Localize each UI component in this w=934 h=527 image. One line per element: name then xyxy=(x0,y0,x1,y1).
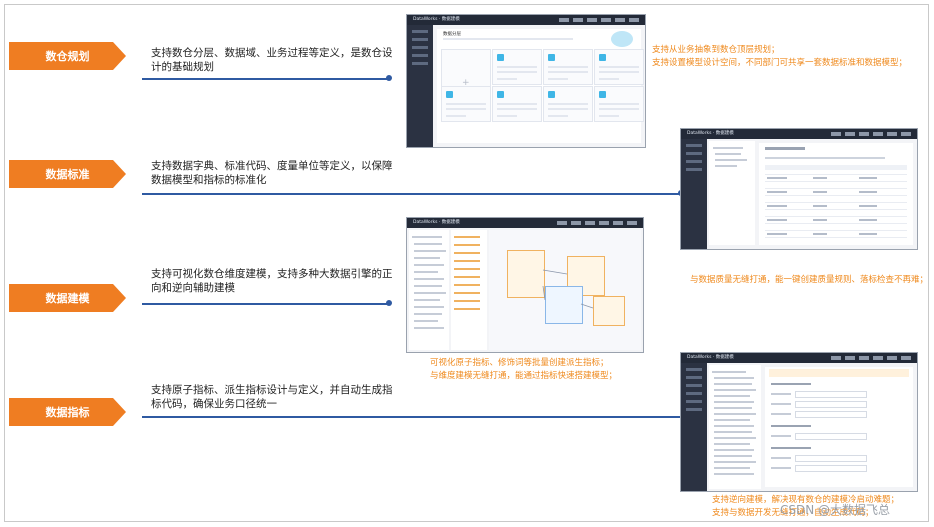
note-line: 可视化原子指标、修饰词等批量创建派生指标； xyxy=(430,358,609,368)
connector-line xyxy=(142,78,388,80)
screenshot-standard: DataWorks · 数据建模 xyxy=(680,128,918,250)
toolbar-icons xyxy=(831,356,911,360)
reverse-model-form xyxy=(765,367,913,487)
window-content: 数据分层 + xyxy=(437,29,644,143)
layer-card[interactable] xyxy=(594,49,644,85)
window-topbar: DataWorks · 数据建模 xyxy=(681,129,917,139)
plus-icon: + xyxy=(462,78,470,88)
info-banner xyxy=(769,369,909,377)
model-tree xyxy=(409,230,449,350)
brand-text: DataWorks · 数据建模 xyxy=(687,355,734,360)
tag-data-standard: 数据标准 xyxy=(9,160,126,188)
note-planning: 支持从业务抽象到数仓顶层规划； 支持设置模型设计空间，不同部门可共享一套数据标准… xyxy=(652,44,907,70)
relation-lines xyxy=(542,269,594,309)
connector-line xyxy=(142,416,682,418)
form-input[interactable] xyxy=(795,401,867,408)
connector-dot xyxy=(386,75,392,81)
brand-text: DataWorks · 数据建模 xyxy=(687,131,734,136)
tag-label: 数据标准 xyxy=(45,168,90,181)
slide-frame xyxy=(4,4,929,522)
form-input[interactable] xyxy=(795,455,867,462)
tag-warehouse-planning: 数仓规划 xyxy=(9,42,126,70)
brand-text: DataWorks · 数据建模 xyxy=(413,220,460,225)
watermark: CSDN @大数据飞总 xyxy=(780,503,891,517)
note-standard: 与数据质量无缝打通，能一键创建质量规则、落标检查不再难； xyxy=(690,274,928,287)
tag-shape xyxy=(9,398,126,426)
illustration xyxy=(611,31,633,47)
note-line: 与维度建模无缝打通，能通过指标快速搭建模型； xyxy=(430,371,618,381)
connector-dot xyxy=(386,300,392,306)
window-topbar: DataWorks · 数据建模 xyxy=(407,15,645,25)
note-line: 支持从业务抽象到数仓顶层规划； xyxy=(652,45,780,55)
form-select[interactable] xyxy=(795,433,867,440)
form-input[interactable] xyxy=(795,465,867,472)
toolbar-icons xyxy=(559,18,639,22)
tag-shape xyxy=(9,284,126,312)
section-description: 支持可视化数仓维度建模，支持多种大数据引擎的正向和逆向辅助建模 xyxy=(151,268,393,294)
window-sidebar xyxy=(407,25,433,147)
tag-label: 数仓规划 xyxy=(45,50,90,63)
screenshot-planning: DataWorks · 数据建模 数据分层 + xyxy=(406,14,646,148)
layer-card[interactable] xyxy=(492,49,542,85)
content-title: 数据分层 xyxy=(443,32,461,37)
connector-line xyxy=(142,303,388,305)
tree-panel xyxy=(709,141,755,245)
layer-cards: + xyxy=(441,49,644,139)
window-sidebar xyxy=(681,363,707,491)
layer-card[interactable] xyxy=(492,86,542,122)
window-topbar: DataWorks · 数据建模 xyxy=(407,218,643,228)
window-topbar: DataWorks · 数据建模 xyxy=(681,353,917,363)
tag-shape xyxy=(9,42,126,70)
toolbar-icons xyxy=(557,221,637,225)
connector-line xyxy=(142,193,680,195)
tag-label: 数据建模 xyxy=(45,292,90,305)
window-sidebar xyxy=(681,139,707,249)
note-line: 与数据质量无缝打通，能一键创建质量规则、落标检查不再难； xyxy=(690,275,929,285)
form-input[interactable] xyxy=(795,411,867,418)
note-line: 支持设置模型设计空间，不同部门可共享一套数据标准和数据模型； xyxy=(652,58,908,68)
tag-label: 数据指标 xyxy=(45,406,90,419)
standard-table xyxy=(759,143,913,245)
section-description: 支持原子指标、派生指标设计与定义，并自动生成指标代码，确保业务口径统一 xyxy=(151,384,393,410)
entity-box[interactable] xyxy=(567,256,605,296)
entity-box[interactable] xyxy=(593,296,625,326)
brand-text: DataWorks · 数据建模 xyxy=(413,17,460,22)
layer-card[interactable] xyxy=(441,86,491,122)
screenshot-modeling: DataWorks · 数据建模 xyxy=(406,217,644,353)
note-line: 支持与数据开发无缝打通，自动生成代码； xyxy=(712,508,874,518)
table-tree xyxy=(709,365,761,489)
section-description: 支持数仓分层、数据域、业务过程等定义，是数仓设计的基础规划 xyxy=(151,47,393,73)
toolbar-icons xyxy=(831,132,911,136)
er-canvas[interactable] xyxy=(489,230,641,350)
layer-card[interactable] xyxy=(543,86,593,122)
note-line: 支持逆向建模，解决现有数仓的建模冷启动难题； xyxy=(712,495,900,505)
tag-data-metrics: 数据指标 xyxy=(9,398,126,426)
layer-card[interactable] xyxy=(543,49,593,85)
tag-shape xyxy=(9,160,126,188)
screenshot-metrics: DataWorks · 数据建模 xyxy=(680,352,918,492)
tag-data-modeling: 数据建模 xyxy=(9,284,126,312)
form-input[interactable] xyxy=(795,391,867,398)
entity-box[interactable] xyxy=(507,250,545,298)
note-metrics-modeling: 可视化原子指标、修饰词等批量创建派生指标； 与维度建模无缝打通，能通过指标快速搭… xyxy=(430,357,617,383)
note-reverse-modeling: 支持逆向建模，解决现有数仓的建模冷启动难题； 支持与数据开发无缝打通，自动生成代… xyxy=(712,494,899,520)
section-description: 支持数据字典、标准代码、度量单位等定义，以保障数据模型和指标的标准化 xyxy=(151,160,393,186)
table-list xyxy=(451,230,487,350)
layer-card[interactable] xyxy=(594,86,644,122)
entity-box[interactable] xyxy=(545,286,583,324)
